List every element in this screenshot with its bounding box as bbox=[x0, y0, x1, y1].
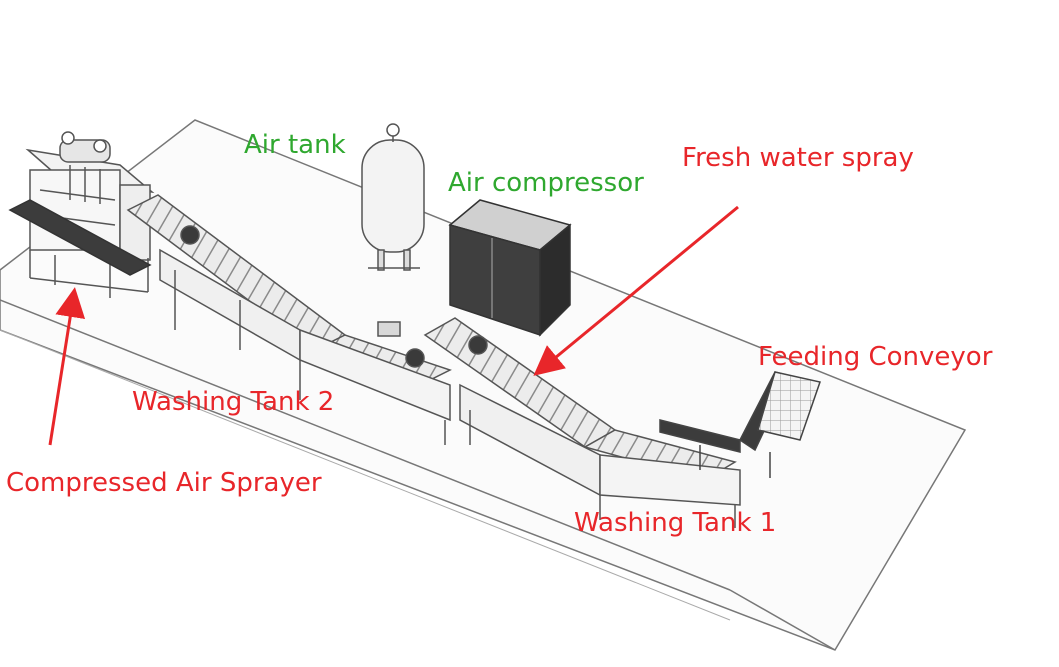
label-washing-tank-2: Washing Tank 2 bbox=[132, 387, 335, 417]
arrow-compressed-air-sprayer bbox=[48, 287, 86, 446]
floor-platform bbox=[0, 119, 967, 651]
label-feeding-conveyor: Feeding Conveyor bbox=[758, 342, 993, 372]
annotation-arrows bbox=[48, 205, 739, 446]
label-air-compressor: Air compressor bbox=[448, 168, 644, 198]
label-compressed-air-sprayer: Compressed Air Sprayer bbox=[6, 468, 322, 498]
feeding-conveyor-machine bbox=[659, 371, 821, 478]
label-air-tank: Air tank bbox=[244, 130, 346, 160]
air-compressor-cabinet bbox=[448, 199, 572, 337]
air-tank-vessel bbox=[361, 123, 425, 271]
washing-tank-2-machine bbox=[126, 194, 452, 445]
arrow-fresh-water-spray bbox=[533, 205, 739, 376]
washing-tank-1-machine bbox=[423, 317, 741, 528]
label-washing-tank-1: Washing Tank 1 bbox=[574, 508, 777, 538]
label-fresh-water-spray: Fresh water spray bbox=[682, 143, 914, 173]
